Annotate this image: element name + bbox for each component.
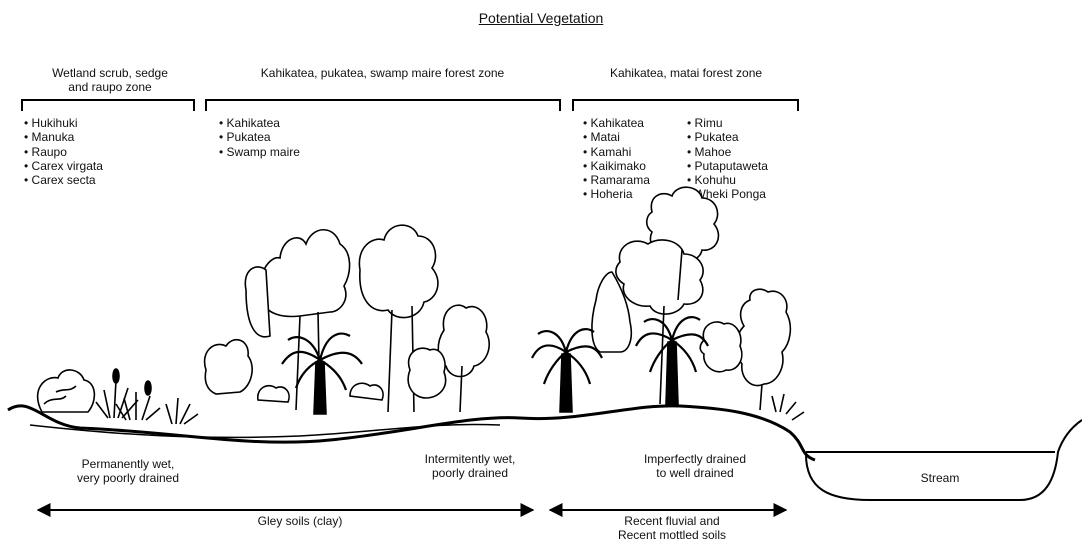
tree-fern-trunk — [666, 342, 678, 404]
shrub — [350, 383, 383, 400]
wetland-scrub-vegetation — [38, 369, 198, 424]
tree-crown — [408, 348, 445, 398]
drainage-label-1-line1: Permanently wet, — [48, 457, 208, 471]
tree-fern-trunk — [560, 354, 572, 412]
zone-3-bracket — [573, 100, 798, 111]
recent-soils-label-line2: Recent mottled soils — [592, 528, 752, 542]
drainage-label-2-line2: poorly drained — [400, 466, 540, 480]
gley-soils-label: Gley soils (clay) — [200, 514, 400, 528]
matai-forest-vegetation — [532, 187, 804, 420]
drainage-label-3-line2: to well drained — [622, 466, 768, 480]
drainage-label-2-line1: Intermitently wet, — [400, 452, 540, 466]
drainage-label-1-line2: very poorly drained — [48, 471, 208, 485]
drainage-label-3: Imperfectly drained to well drained — [622, 452, 768, 480]
stream-label: Stream — [880, 471, 1000, 485]
sedge-tuft — [166, 398, 198, 424]
tree-crown — [736, 289, 790, 385]
recent-soils-label-line1: Recent fluvial and — [592, 514, 752, 528]
water-table-line — [30, 424, 500, 437]
tree-crown — [359, 225, 438, 317]
sedge-tuft — [96, 380, 138, 418]
drainage-label-2: Intermitently wet, poorly drained — [400, 452, 540, 480]
zone-1-bracket — [22, 100, 194, 111]
bank-grass — [772, 394, 804, 420]
tree-trunk — [760, 384, 762, 410]
swamp-forest-vegetation — [205, 225, 490, 414]
shrub — [258, 386, 289, 402]
tree-crown — [245, 267, 270, 337]
recent-soils-label: Recent fluvial and Recent mottled soils — [592, 514, 752, 542]
tree-crown — [260, 230, 349, 317]
raupo-head — [145, 381, 151, 395]
zone-2-bracket — [206, 100, 560, 111]
tree-crown — [700, 322, 742, 372]
tree-fern-trunk — [314, 362, 326, 414]
raupo-head — [113, 369, 119, 383]
shrub — [38, 370, 95, 412]
tree-crown — [205, 340, 253, 394]
drainage-label-1: Permanently wet, very poorly drained — [48, 457, 208, 485]
stream-channel — [806, 420, 1082, 500]
drainage-label-3-line1: Imperfectly drained — [622, 452, 768, 466]
